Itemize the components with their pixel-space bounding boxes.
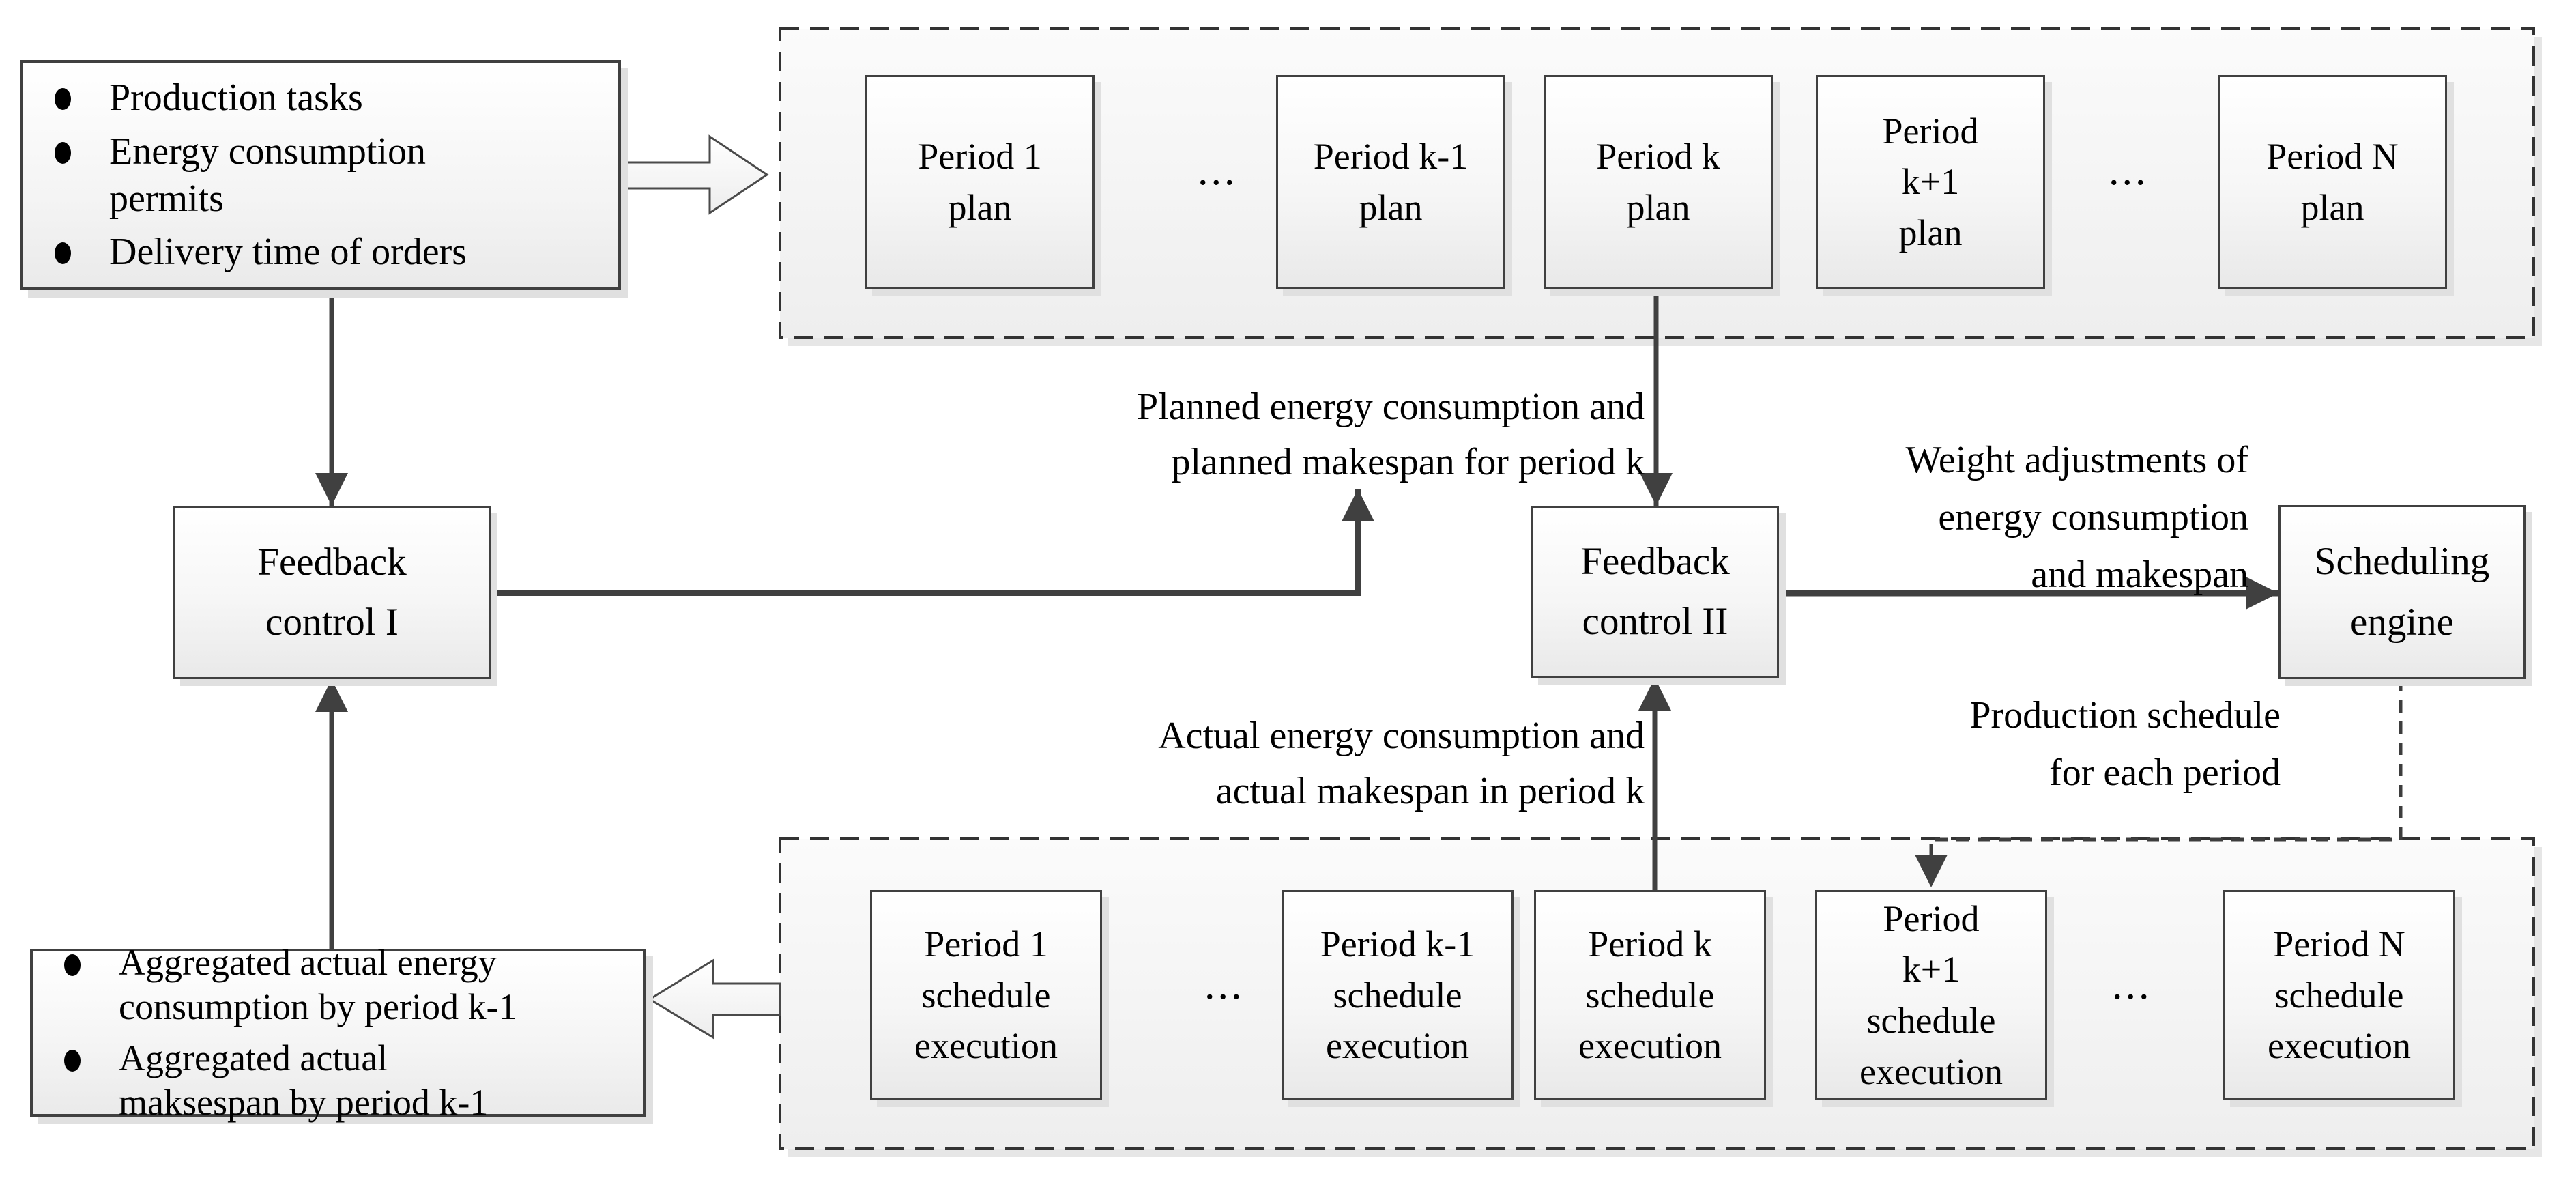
plan-box-label: Period k plan: [1596, 135, 1720, 228]
bullet-icon: [55, 242, 71, 265]
list-item-text: Delivery time of orders: [109, 231, 467, 274]
list-item: Energy consumption permits: [55, 128, 618, 223]
execution-box-period-1: Period 1 schedule execution: [870, 890, 1102, 1100]
block-arrow-left-icon: [648, 958, 781, 1040]
execution-box-label: Period 1 schedule execution: [914, 923, 1058, 1067]
execution-row-ellipsis: ...: [1204, 962, 1245, 1008]
list-item-text: Aggregated actual energy consumption by …: [119, 942, 517, 1028]
plan-box-label: Period k-1 plan: [1313, 135, 1468, 228]
label-production-schedule: Production schedule for each period: [1969, 694, 2281, 794]
aggregates-box: Aggregated actual energy consumption by …: [30, 942, 646, 1123]
bullet-icon: [64, 1050, 81, 1072]
execution-row-ellipsis: ...: [2112, 962, 2152, 1008]
execution-box-label: Period k schedule execution: [1578, 923, 1722, 1067]
execution-box-period-k: Period k schedule execution: [1534, 890, 1766, 1100]
list-item: Production tasks: [55, 74, 618, 121]
list-item: Aggregated actual maksespan by period k-…: [64, 1036, 643, 1125]
list-item-text: Aggregated actual maksespan by period k-…: [119, 1037, 489, 1123]
bullet-icon: [64, 954, 81, 977]
plan-box-period-k: Period k plan: [1544, 75, 1773, 289]
execution-box-period-k-1: Period k-1 schedule execution: [1282, 890, 1514, 1100]
plan-box-label: Period k+1 plan: [1882, 110, 1979, 253]
plan-row-ellipsis: ...: [2109, 147, 2149, 194]
bullet-icon: [55, 141, 71, 164]
node-label: Feedback control II: [1580, 539, 1730, 643]
plan-box-period-k-plus-1: Period k+1 plan: [1816, 75, 2045, 289]
plan-row-ellipsis: ...: [1198, 147, 1238, 194]
list-item-text: Energy consumption permits: [109, 130, 426, 220]
execution-box-label: Period k-1 schedule execution: [1320, 923, 1475, 1067]
plan-box-label: Period 1 plan: [918, 135, 1042, 228]
label-actual-metrics: Actual energy consumption and actual mak…: [1158, 715, 1645, 813]
node-label: Feedback control I: [257, 540, 407, 644]
aggregates-list: Aggregated actual energy consumption by …: [33, 941, 643, 1124]
inputs-list: Production tasks Energy consumption perm…: [23, 74, 618, 276]
arrow-fc1-to-planned-label: [491, 489, 1374, 596]
inputs-box: Production tasks Energy consumption perm…: [20, 60, 621, 290]
plan-box-period-n: Period N plan: [2218, 75, 2447, 289]
block-arrow-right-icon: [618, 134, 769, 215]
label-planned-metrics: Planned energy consumption and planned m…: [1137, 386, 1645, 484]
execution-box-label: Period N schedule execution: [2268, 923, 2411, 1067]
execution-box-label: Period k+1 schedule execution: [1859, 898, 2003, 1092]
node-label: Scheduling engine: [2314, 540, 2490, 644]
list-item: Aggregated actual energy consumption by …: [64, 941, 643, 1029]
plan-box-period-k-1: Period k-1 plan: [1276, 75, 1505, 289]
execution-box-period-k-plus-1: Period k+1 schedule execution: [1815, 890, 2047, 1100]
plan-box-period-1: Period 1 plan: [865, 75, 1095, 289]
feedback-control-2-box: Feedback control II: [1531, 506, 1779, 678]
feedback-control-1-box: Feedback control I: [173, 506, 491, 679]
scheduling-engine-box: Scheduling engine: [2278, 505, 2526, 679]
list-item: Delivery time of orders: [55, 229, 618, 276]
execution-box-period-n: Period N schedule execution: [2223, 890, 2455, 1100]
plan-box-label: Period N plan: [2266, 135, 2399, 228]
bullet-icon: [55, 87, 71, 110]
list-item-text: Production tasks: [109, 76, 363, 119]
label-weight-adjustments: Weight adjustments of energy consumption…: [1905, 439, 2248, 596]
